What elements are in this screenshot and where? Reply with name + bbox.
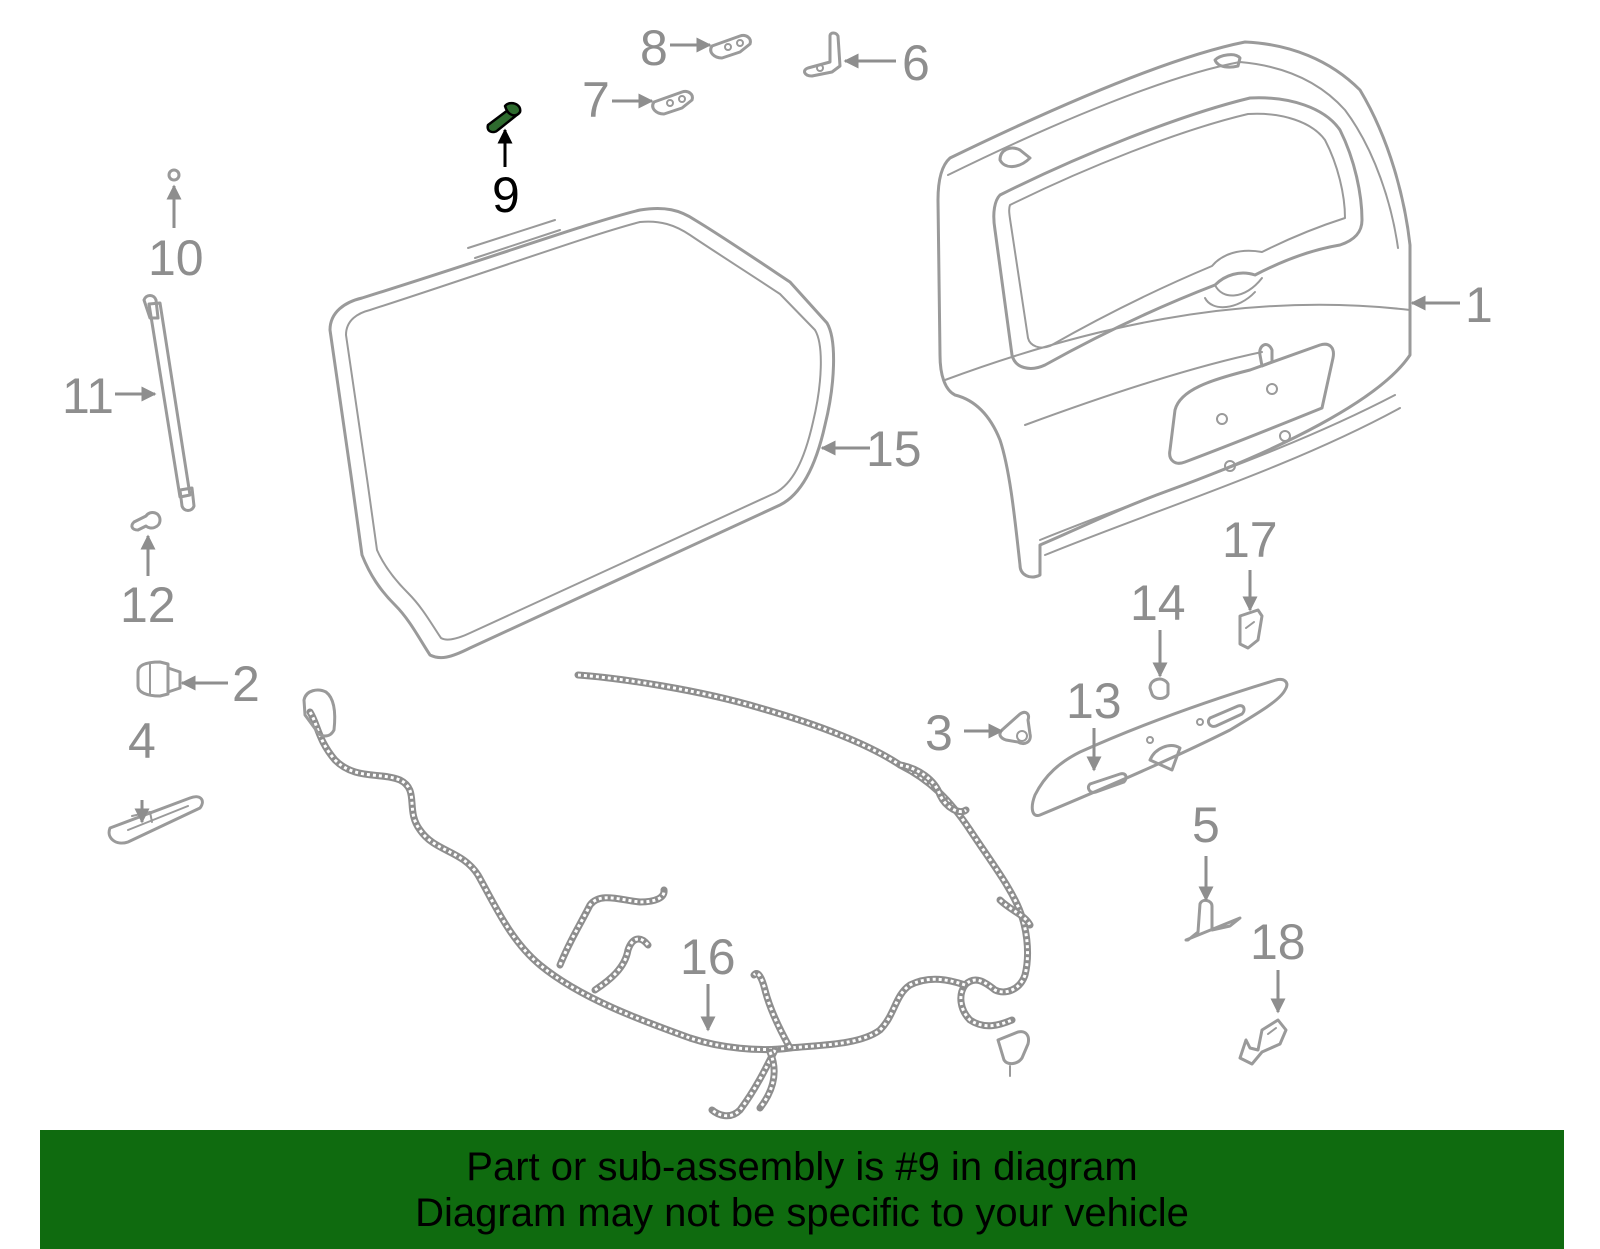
- banner-line-1: Part or sub-assembly is #9 in diagram: [466, 1145, 1138, 1189]
- part-14-grommet: [1148, 677, 1170, 700]
- callout-4: 4: [128, 713, 156, 769]
- callout-14: 14: [1130, 575, 1186, 631]
- part-17-bracket: [1238, 608, 1264, 650]
- part-2-bumper: [136, 660, 182, 698]
- part-5-clip: [1184, 898, 1242, 942]
- part-18-bracket: [1238, 1018, 1288, 1066]
- part-12-stud: [130, 511, 162, 532]
- callout-18: 18: [1250, 914, 1306, 970]
- callout-arrows: [115, 37, 1460, 1032]
- part-13-garnish: [1030, 678, 1289, 818]
- banner-line-2: Diagram may not be specific to your vehi…: [415, 1191, 1189, 1235]
- part-4-handle: [107, 795, 204, 845]
- callout-12: 12: [120, 577, 176, 633]
- part-16-harness: [302, 671, 1034, 1120]
- callout-9: 9: [492, 167, 520, 223]
- notice-banner: Part or sub-assembly is #9 in diagram Di…: [40, 1130, 1564, 1249]
- callout-5: 5: [1192, 797, 1220, 853]
- callout-16: 16: [680, 929, 736, 985]
- callout-17: 17: [1222, 512, 1278, 568]
- callout-1: 1: [1465, 277, 1493, 333]
- part-8-bracket: [709, 34, 752, 60]
- callout-2: 2: [232, 656, 260, 712]
- callout-11: 11: [62, 368, 114, 424]
- part-11-strut: [142, 294, 196, 512]
- part-7-bracket: [651, 90, 694, 116]
- part-6-hinge: [803, 31, 842, 78]
- callout-13: 13: [1066, 673, 1122, 729]
- callout-6: 6: [902, 35, 930, 91]
- callout-8: 8: [640, 20, 668, 76]
- part-3-latch: [998, 710, 1032, 746]
- part-9-clip: [486, 101, 522, 134]
- callout-3: 3: [925, 705, 953, 761]
- callout-15: 15: [866, 421, 922, 477]
- callout-7: 7: [582, 72, 610, 128]
- part-liftgate: [936, 40, 1412, 579]
- callout-10: 10: [148, 230, 204, 286]
- part-glass: [328, 206, 836, 660]
- part-10-ball: [167, 168, 181, 182]
